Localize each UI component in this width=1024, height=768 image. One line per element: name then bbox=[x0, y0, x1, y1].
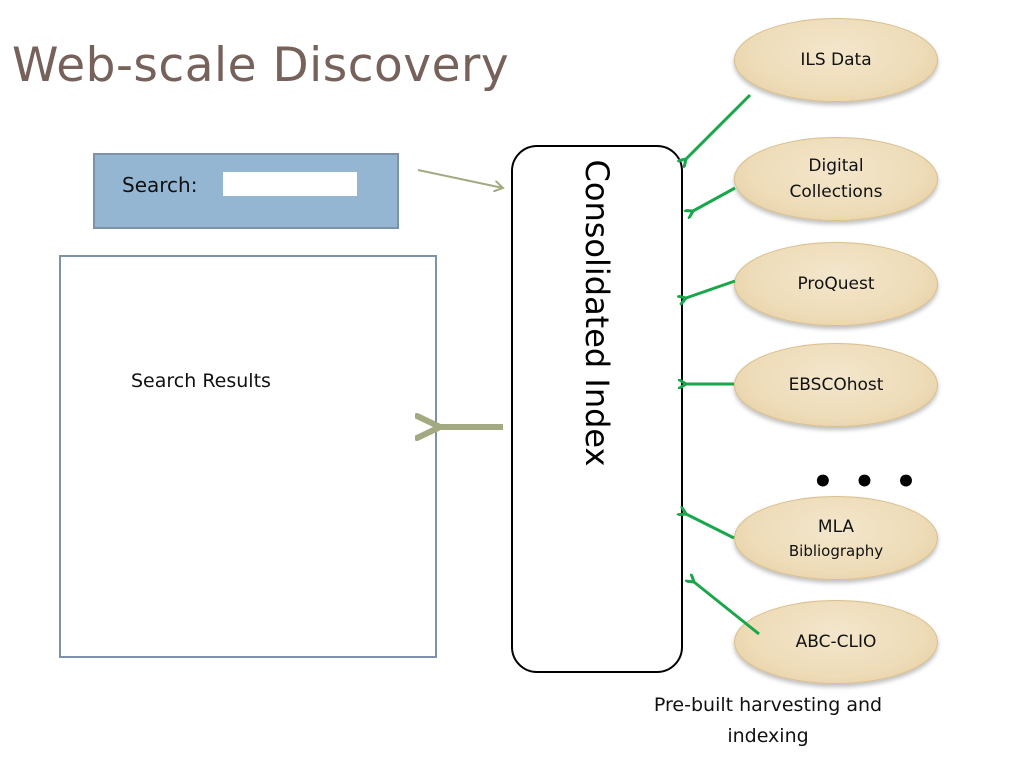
query-arrow bbox=[417, 169, 505, 193]
search-input[interactable] bbox=[223, 172, 357, 196]
search-results-label: Search Results bbox=[131, 370, 271, 392]
search-panel: Search: bbox=[93, 153, 399, 229]
source-label: Collections bbox=[789, 182, 883, 202]
harvest-arrow-proquest bbox=[686, 279, 736, 298]
harvesting-caption: Pre-built harvesting and indexing bbox=[653, 694, 883, 747]
source-label: ILS Data bbox=[800, 50, 872, 70]
source-label: ProQuest bbox=[797, 274, 875, 294]
harvest-arrow-ils-data bbox=[686, 93, 752, 159]
source-ebscohost: EBSCOhost bbox=[734, 343, 938, 427]
search-label: Search: bbox=[122, 173, 198, 197]
source-label: Bibliography bbox=[788, 542, 884, 560]
source-proquest: ProQuest bbox=[734, 242, 938, 326]
slide-title: Web-scale Discovery bbox=[12, 38, 510, 93]
harvest-arrow-abc-clio bbox=[694, 582, 760, 636]
source-label: Digital bbox=[808, 156, 864, 176]
source-label: MLA bbox=[817, 517, 855, 537]
consolidated-index-box: Consolidated Index bbox=[511, 145, 683, 673]
harvest-arrow-mla-bibliography bbox=[686, 514, 735, 540]
source-ils-data: ILS Data bbox=[734, 18, 938, 102]
harvest-arrow-digital-collections bbox=[693, 186, 736, 211]
source-mla-bibliography: MLA Bibliography bbox=[734, 496, 938, 580]
source-label: ABC-CLIO bbox=[795, 632, 877, 652]
search-results-box: Search Results bbox=[59, 255, 437, 658]
source-digital-collections: Digital Collections bbox=[734, 137, 938, 221]
source-abc-clio: ABC-CLIO bbox=[734, 600, 938, 684]
source-label: EBSCOhost bbox=[788, 375, 884, 395]
